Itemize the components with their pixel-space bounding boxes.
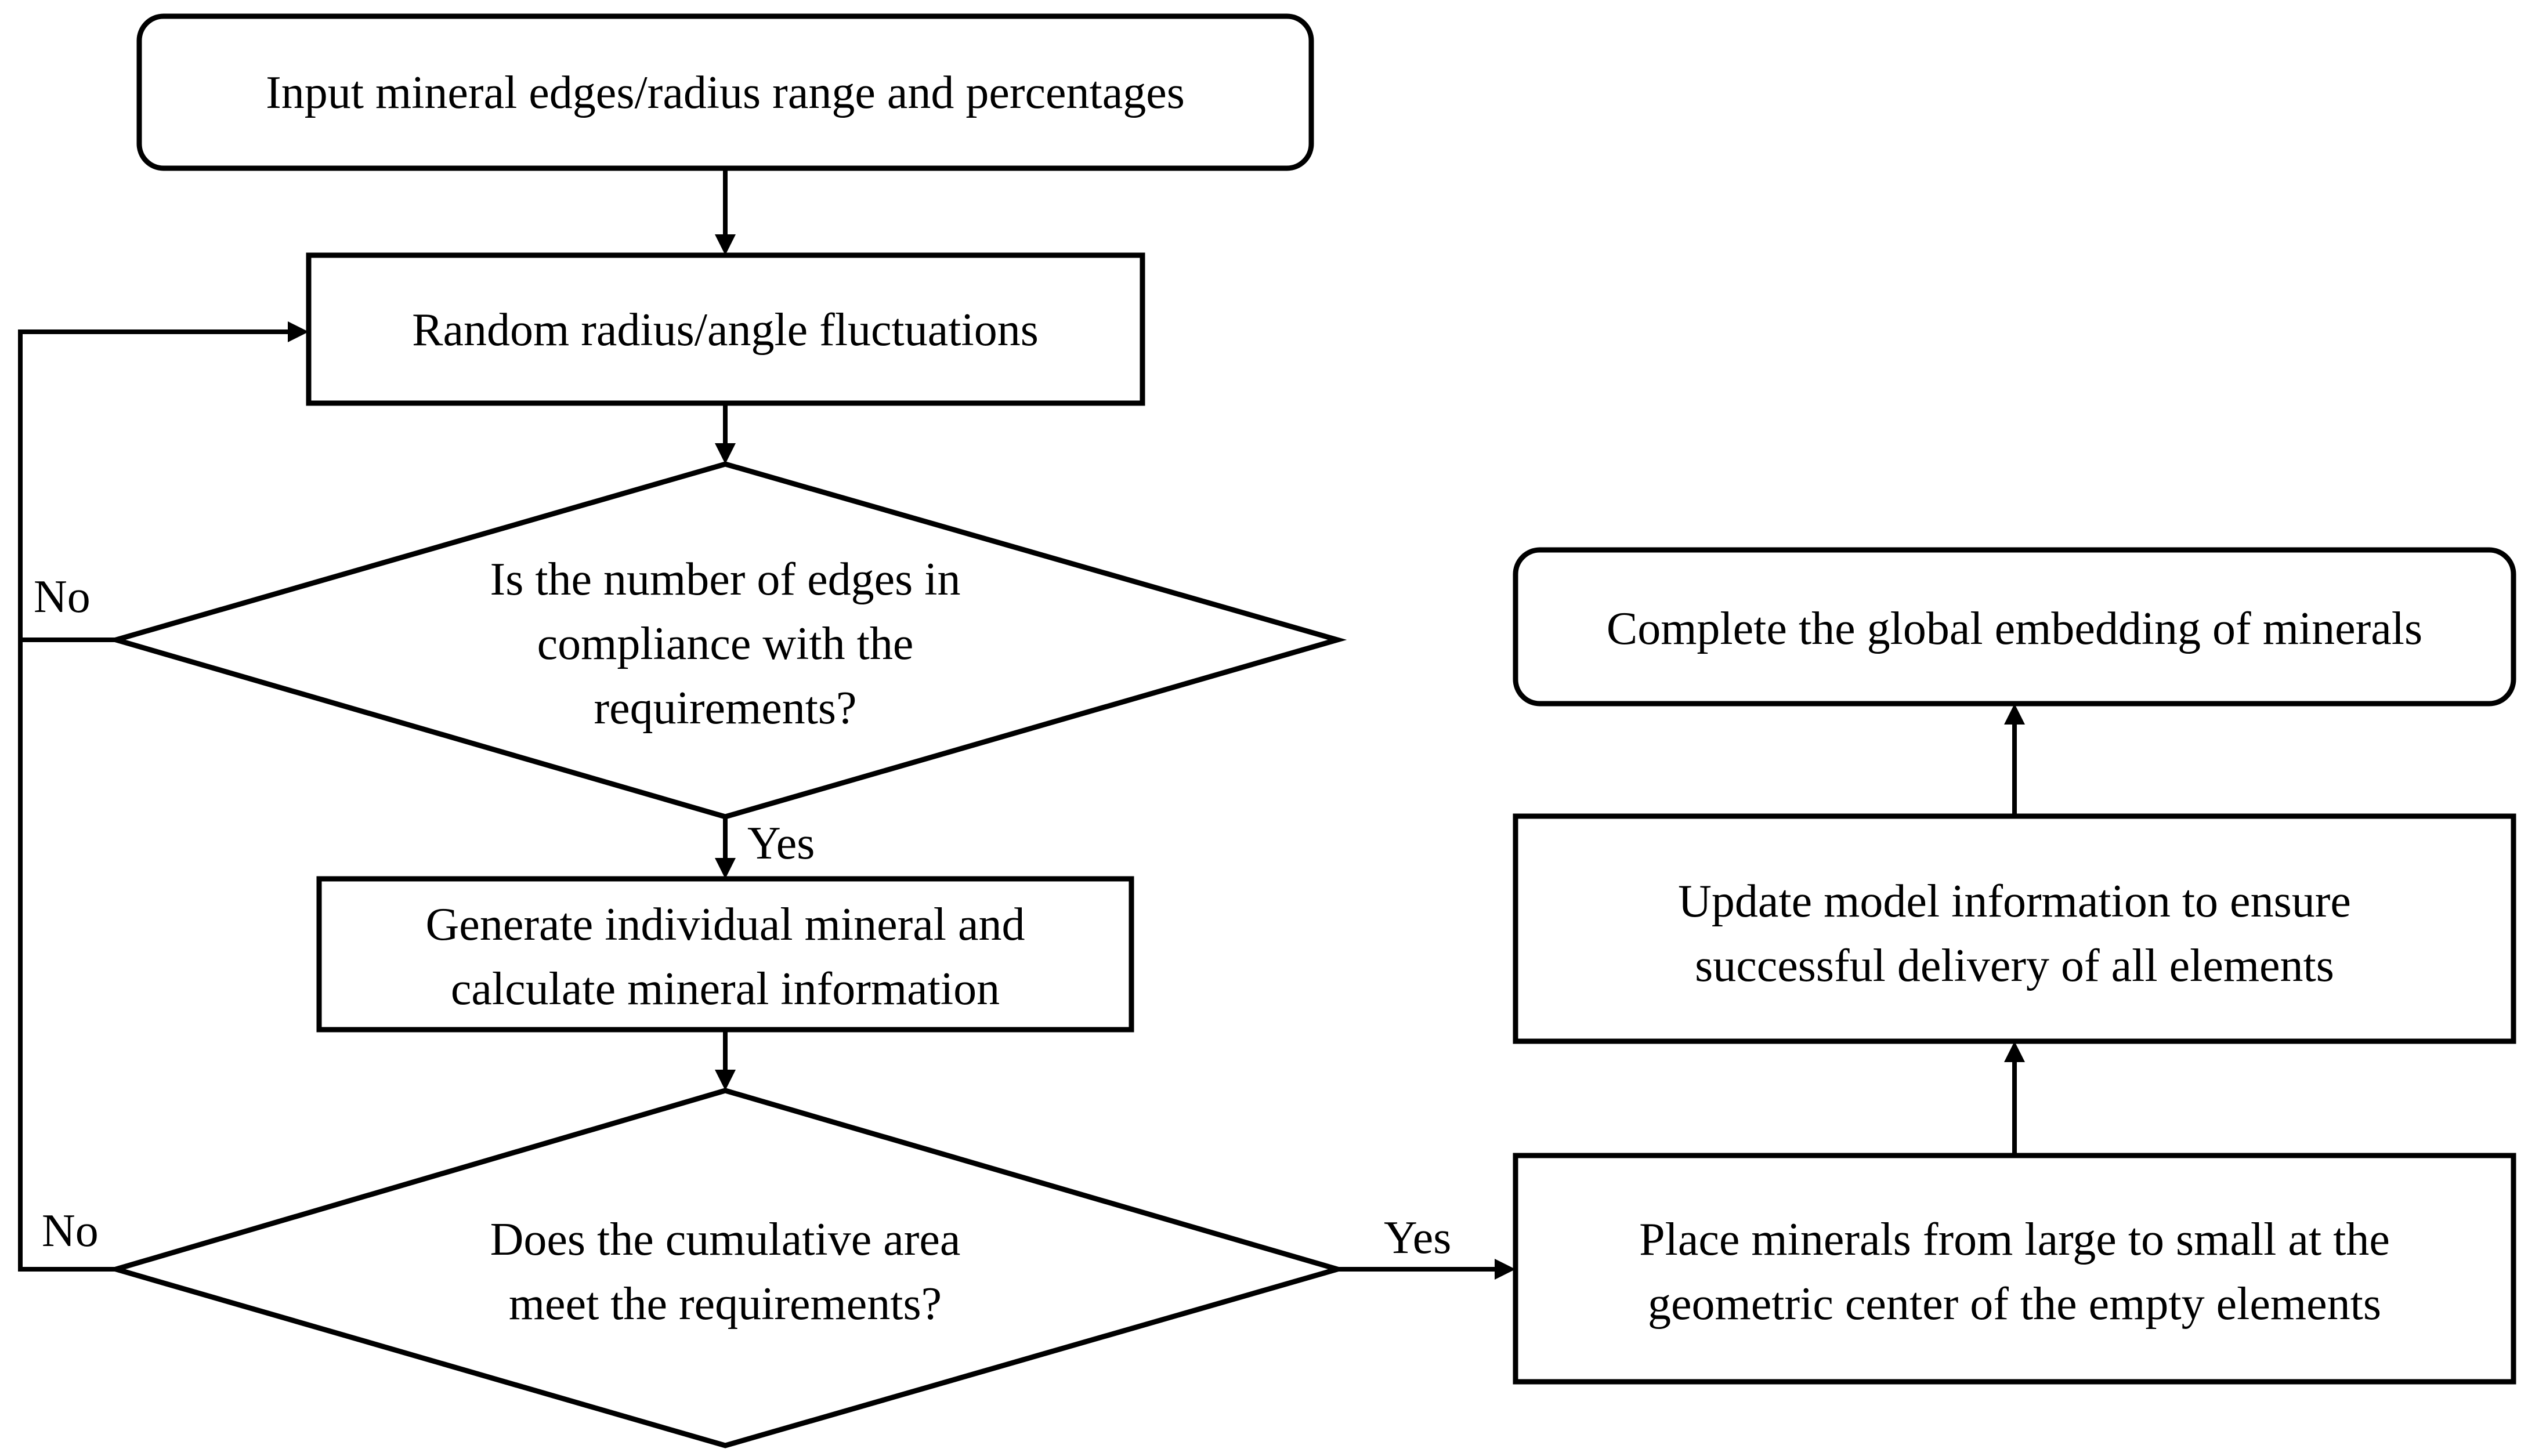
- node-complete: Complete the global embedding of mineral…: [1513, 547, 2516, 707]
- node-place: Place minerals from large to small at th…: [1513, 1153, 2516, 1385]
- arrowhead-down: [715, 858, 736, 879]
- connector-update-to-complete: [2004, 704, 2025, 816]
- node-input-label: Input mineral edges/radius range and per…: [266, 67, 1185, 118]
- node-generate-line-1: Generate individual mineral and: [426, 899, 1025, 950]
- decision-area-check: Does the cumulative area meet the requir…: [106, 1088, 1347, 1448]
- arrowhead-up: [2004, 1041, 2025, 1062]
- node-place-box: [1513, 1153, 2516, 1385]
- node-generate-line-2: calculate mineral information: [451, 964, 1000, 1015]
- edge-label-area-yes: Yes: [1384, 1212, 1451, 1263]
- node-update: Update model information to ensure succe…: [1513, 813, 2516, 1044]
- edge-label-area-no: No: [42, 1205, 99, 1256]
- decision-area-line-1: Does the cumulative area: [490, 1214, 961, 1265]
- node-place-line-2: geometric center of the empty elements: [1648, 1278, 2381, 1330]
- connector-no-loop: [18, 321, 309, 1272]
- decision-area-line-2: meet the requirements?: [509, 1278, 942, 1330]
- arrowhead-right: [1495, 1259, 1516, 1280]
- decision-area-diamond: [106, 1088, 1347, 1448]
- node-fluctuate: Random radius/angle fluctuations: [306, 252, 1145, 406]
- node-complete-label: Complete the global embedding of mineral…: [1607, 603, 2422, 654]
- node-update-line-1: Update model information to ensure: [1678, 876, 2351, 927]
- arrowhead-down: [715, 443, 736, 464]
- connector-area-yes-to-place: [1337, 1259, 1516, 1280]
- node-fluctuate-label: Random radius/angle fluctuations: [412, 305, 1039, 356]
- arrowhead-right: [288, 321, 309, 342]
- node-input: Input mineral edges/radius range and per…: [136, 13, 1314, 171]
- connector-edges-yes-to-generate: [715, 817, 736, 879]
- node-update-box: [1513, 813, 2516, 1044]
- node-update-line-2: successful delivery of all elements: [1695, 940, 2334, 991]
- edge-label-edges-yes: Yes: [747, 818, 815, 869]
- decision-edges-line-2: compliance with the: [537, 618, 914, 669]
- connector-fluctuate-to-edges-check: [715, 403, 736, 464]
- node-fluctuate-box: [306, 252, 1145, 406]
- node-place-line-1: Place minerals from large to small at th…: [1639, 1214, 2390, 1265]
- decision-edges-line-3: requirements?: [594, 683, 856, 734]
- arrowhead-up: [2004, 704, 2025, 725]
- connector-generate-to-area-check: [715, 1030, 736, 1091]
- loop-line: [18, 329, 288, 1272]
- decision-edges-check: Is the number of edges in compliance wit…: [106, 461, 1347, 820]
- edge-label-edges-no: No: [34, 571, 91, 622]
- connector-input-to-fluctuate: [715, 168, 736, 255]
- arrowhead-down: [715, 1070, 736, 1091]
- arrowhead-down: [715, 234, 736, 255]
- connector-place-to-update: [2004, 1041, 2025, 1156]
- node-generate: Generate individual mineral and calculat…: [316, 876, 1134, 1033]
- decision-edges-line-1: Is the number of edges in: [490, 554, 961, 605]
